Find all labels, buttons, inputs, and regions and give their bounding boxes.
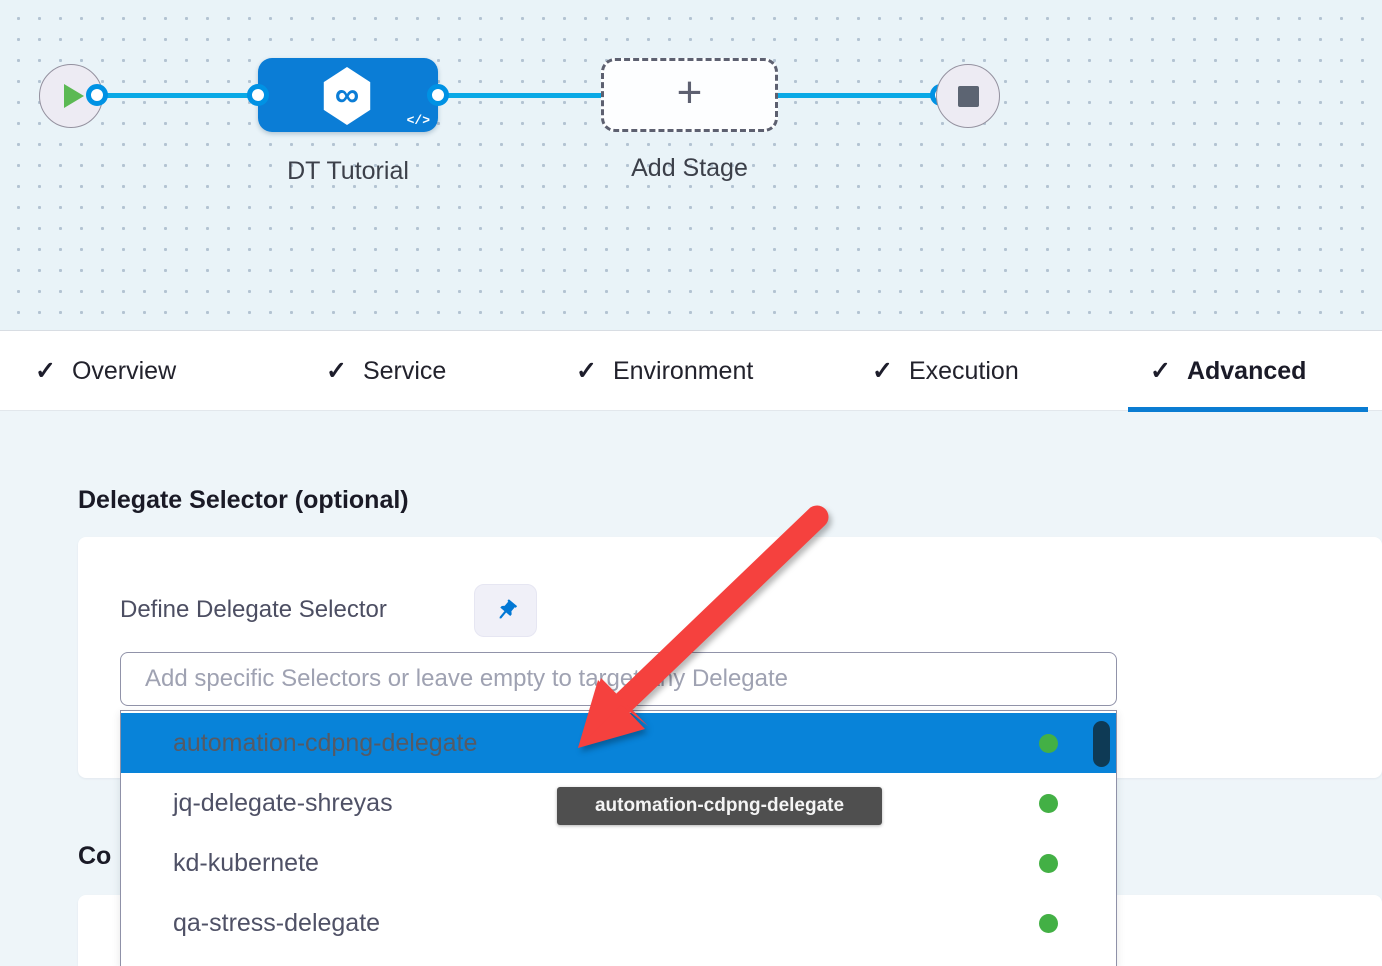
check-icon: ✓ <box>1150 357 1171 385</box>
tab-label: Service <box>362 356 447 385</box>
tab-label: Environment <box>612 356 754 385</box>
delegate-status-dot <box>1039 794 1058 813</box>
delegate-name-tooltip: automation-cdpng-delegate <box>557 787 882 825</box>
play-icon <box>64 84 84 108</box>
stage-in-port[interactable] <box>247 84 269 106</box>
delegate-status-dot <box>1039 914 1058 933</box>
tab-label: Advanced <box>1186 356 1307 385</box>
stage-tabbar: ✓ Overview ✓ Service ✓ Environment ✓ Exe… <box>0 330 1382 412</box>
check-icon: ✓ <box>35 357 56 385</box>
edge-start-to-stage <box>96 93 264 98</box>
add-stage-label: Add Stage <box>631 154 748 182</box>
dropdown-option-2[interactable]: jq-delegate-shreyas <box>121 773 1116 833</box>
delegate-selector-input[interactable] <box>120 652 1117 706</box>
tab-execution[interactable]: ✓ Execution <box>872 331 1019 411</box>
pushpin-icon <box>499 598 517 618</box>
active-tab-underline <box>1128 407 1368 412</box>
define-delegate-selector-label: Define Delegate Selector <box>120 596 387 623</box>
edge-addstage-to-end <box>774 93 946 98</box>
pin-button[interactable] <box>474 584 537 637</box>
stage-node-label: DT Tutorial <box>287 157 409 185</box>
partial-section-heading: Co <box>78 842 112 870</box>
plus-icon: + <box>676 68 703 117</box>
tab-environment[interactable]: ✓ Environment <box>576 331 753 411</box>
tab-label: Overview <box>71 356 177 385</box>
edge-stage-to-addstage <box>438 93 606 98</box>
tab-advanced[interactable]: ✓ Advanced <box>1150 331 1306 411</box>
code-badge-icon[interactable]: </> <box>406 113 430 128</box>
option-label: automation-cdpng-delegate <box>173 728 478 757</box>
infinity-icon: ∞ <box>334 75 360 114</box>
tab-label: Execution <box>908 356 1019 385</box>
dropdown-option-4[interactable]: qa-stress-delegate <box>121 893 1116 953</box>
check-icon: ✓ <box>326 357 347 385</box>
stop-icon <box>957 85 979 107</box>
option-label: kd-kubernete <box>173 848 319 877</box>
add-stage-button[interactable]: + <box>601 58 778 132</box>
check-icon: ✓ <box>576 357 597 385</box>
start-node-out-port[interactable] <box>86 84 108 106</box>
tab-service[interactable]: ✓ Service <box>326 331 446 411</box>
pipeline-end-node[interactable] <box>936 64 1000 128</box>
harness-cd-hexagon-icon: ∞ <box>323 67 371 125</box>
dropdown-option-3[interactable]: kd-kubernete <box>121 833 1116 893</box>
scrollbar-thumb[interactable] <box>1093 721 1110 767</box>
check-icon: ✓ <box>872 357 893 385</box>
delegate-selector-heading: Delegate Selector (optional) <box>78 486 409 514</box>
tooltip-text: automation-cdpng-delegate <box>594 795 845 816</box>
tab-overview[interactable]: ✓ Overview <box>35 331 176 411</box>
delegate-status-dot <box>1039 734 1058 753</box>
pipeline-canvas[interactable]: ∞ </> DT Tutorial + Add Stage <box>0 0 1382 330</box>
option-label: qa-stress-delegate <box>173 908 381 937</box>
dropdown-option-1[interactable]: automation-cdpng-delegate <box>121 713 1116 773</box>
stage-node-dt-tutorial[interactable]: ∞ </> <box>258 58 438 132</box>
delegate-selector-dropdown: automation-cdpng-delegate jq-delegate-sh… <box>120 710 1117 966</box>
delegate-status-dot <box>1039 854 1058 873</box>
stage-out-port[interactable] <box>427 84 449 106</box>
option-label: jq-delegate-shreyas <box>173 788 393 817</box>
